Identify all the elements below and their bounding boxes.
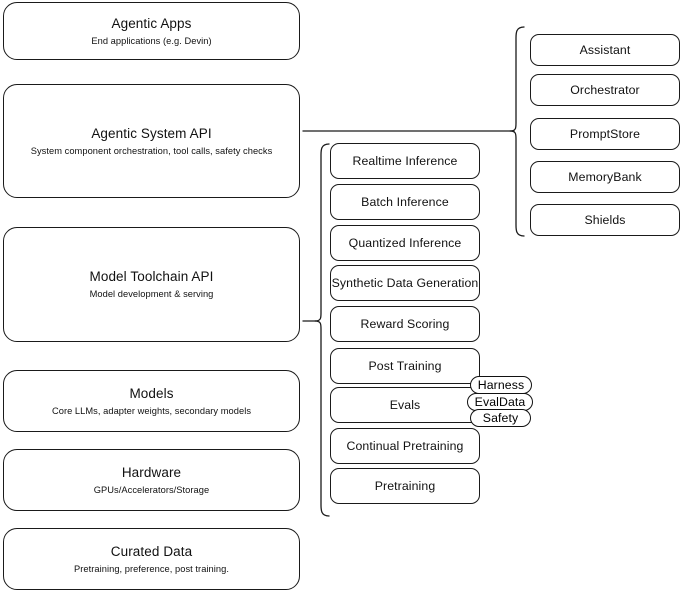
layer-title: Agentic System API [91, 125, 212, 141]
layer-title: Hardware [121, 464, 182, 480]
layer-box-model-toolchain-api[interactable]: Model Toolchain API Model development & … [3, 227, 300, 342]
capability-box-evals[interactable]: Evals [330, 387, 480, 423]
component-box-promptstore[interactable]: PromptStore [530, 118, 680, 150]
brace-toolchain-capabilities [314, 143, 330, 517]
layer-box-models[interactable]: Models Core LLMs, adapter weights, secon… [3, 370, 300, 432]
layer-subtitle: End applications (e.g. Devin) [91, 35, 212, 46]
layer-subtitle: Core LLMs, adapter weights, secondary mo… [51, 405, 252, 416]
capability-box-reward-scoring[interactable]: Reward Scoring [330, 306, 480, 342]
brace-agentic-components [509, 26, 525, 237]
capability-box-post-training[interactable]: Post Training [330, 348, 480, 384]
layer-subtitle: Model development & serving [89, 289, 214, 299]
layer-subtitle: GPUs/Accelerators/Storage [93, 484, 210, 495]
layer-title: Model Toolchain API [89, 269, 214, 284]
layer-box-curated-data[interactable]: Curated Data Pretraining, preference, po… [3, 528, 300, 590]
component-box-memorybank[interactable]: MemoryBank [530, 161, 680, 193]
capability-box-quantized-inference[interactable]: Quantized Inference [330, 225, 480, 261]
capability-box-batch-inference[interactable]: Batch Inference [330, 184, 480, 220]
capability-box-synthetic-data-generation[interactable]: Synthetic Data Generation [330, 265, 480, 301]
layer-title: Curated Data [110, 543, 193, 559]
capability-box-realtime-inference[interactable]: Realtime Inference [330, 143, 480, 179]
component-box-orchestrator[interactable]: Orchestrator [530, 74, 680, 106]
capability-box-continual-pretraining[interactable]: Continual Pretraining [330, 428, 480, 464]
layer-subtitle: Pretraining, preference, post training. [74, 563, 229, 574]
evals-tag-harness[interactable]: Harness [470, 376, 532, 394]
layer-box-hardware[interactable]: Hardware GPUs/Accelerators/Storage [3, 449, 300, 511]
layer-title: Agentic Apps [111, 15, 192, 31]
evals-tag-safety[interactable]: Safety [470, 409, 531, 427]
capability-box-pretraining[interactable]: Pretraining [330, 468, 480, 504]
layer-box-agentic-apps[interactable]: Agentic Apps End applications (e.g. Devi… [3, 2, 300, 60]
component-box-assistant[interactable]: Assistant [530, 34, 680, 66]
component-box-shields[interactable]: Shields [530, 204, 680, 236]
layer-title: Models [129, 385, 174, 401]
layer-box-agentic-system-api[interactable]: Agentic System API System component orch… [3, 84, 300, 198]
layer-subtitle: System component orchestration, tool cal… [30, 145, 273, 156]
